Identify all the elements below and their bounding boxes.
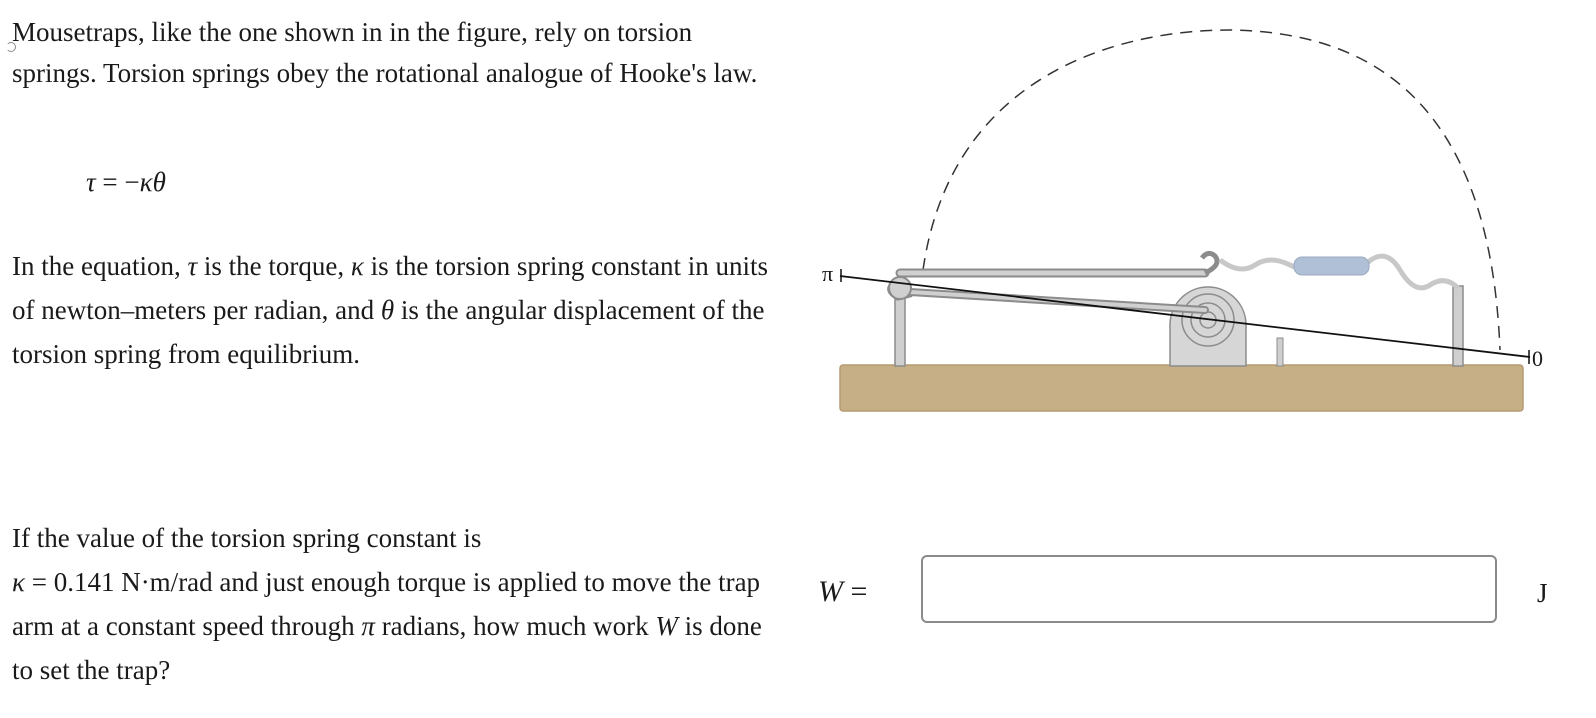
question-W: W: [655, 611, 678, 641]
label-zero: 0: [1532, 346, 1543, 371]
label-pi: π: [822, 261, 833, 286]
answer-label-var: W: [818, 575, 843, 608]
angle-reference-line: [839, 275, 1531, 358]
description-text: is the torsion spring constant in units …: [12, 251, 769, 325]
equation-theta: θ: [152, 167, 166, 197]
question-pi: π: [361, 611, 375, 641]
equation-tau: τ: [86, 167, 96, 197]
right-post: [1452, 285, 1464, 367]
intro-paragraph: Mousetraps, like the one shown in in the…: [6, 12, 772, 94]
work-answer-input[interactable]: [921, 555, 1497, 623]
description-kappa: κ: [350, 251, 364, 281]
answer-label-eq: =: [843, 575, 868, 608]
bullet-icon: [6, 42, 16, 52]
hookes-law-equation: τ = −κθ: [86, 167, 166, 198]
bait-pedal: [1293, 256, 1370, 276]
equation-kappa: κ: [139, 167, 153, 197]
question-text: = 0.141 N·m/rad and just enough torque i…: [12, 567, 761, 641]
unit-label: J: [1537, 578, 1548, 608]
arm-sweep-arc: [922, 29, 1501, 351]
description-text: In the equation,: [12, 251, 188, 281]
question-text: radians, how much work: [374, 611, 656, 641]
answer-label: W =: [818, 575, 867, 609]
description-theta: θ: [380, 295, 395, 325]
catch-pin: [1276, 337, 1284, 367]
intro-text: Mousetraps, like the one shown in in the…: [12, 17, 758, 88]
question-text: If the value of the torsion spring const…: [12, 523, 482, 553]
spring-housing: [1169, 286, 1247, 367]
mousetrap-figure: π 0: [822, 29, 1543, 412]
equation-equals: = −: [95, 167, 140, 197]
question-kappa: κ: [12, 567, 25, 597]
spring-coil: [1181, 293, 1235, 347]
trap-base: [839, 364, 1524, 412]
description-text: is the torque,: [197, 251, 351, 281]
question-text: is done to set the trap?: [12, 611, 762, 685]
description-text: is the angular displacement of the torsi…: [12, 295, 765, 369]
spring-coil: [1190, 302, 1226, 338]
question-paragraph: If the value of the torsion spring const…: [12, 516, 772, 692]
description-tau: τ: [187, 251, 198, 281]
description-paragraph: In the equation, τ is the torque, κ is t…: [12, 244, 772, 376]
